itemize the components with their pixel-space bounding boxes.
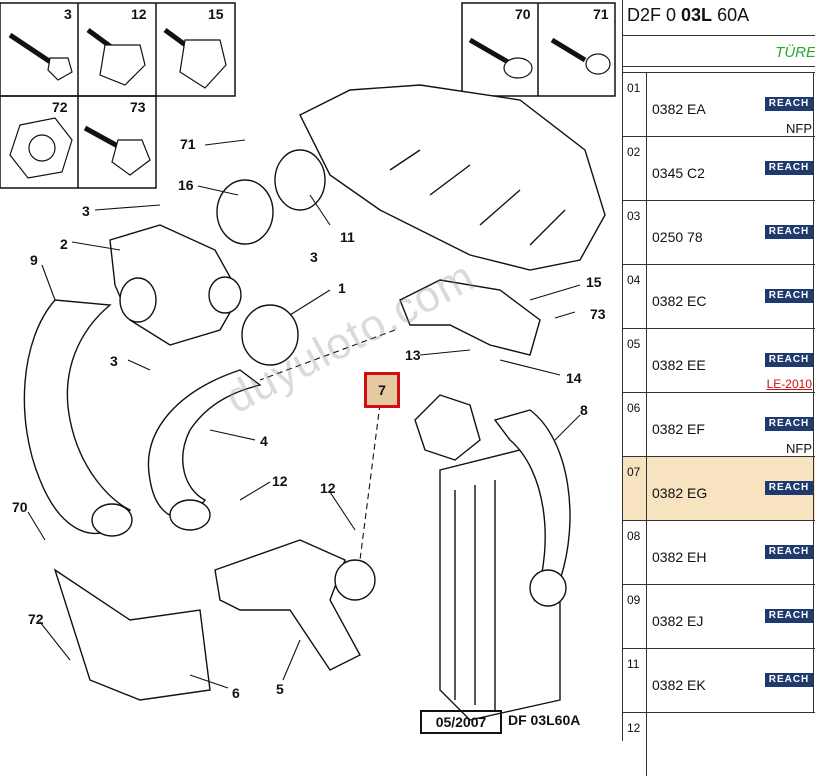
part-code[interactable]: 0250 78 [652,229,703,245]
callout-73[interactable]: 73 [590,306,606,322]
reference-bold: 03L [681,5,713,25]
subtitle-label: TÜRE [775,44,815,61]
row-index: 04 [623,265,647,328]
row-index: 11 [623,649,647,712]
row-divider [813,649,814,712]
part-code[interactable]: 0382 EF [652,421,705,437]
inset-label-73: 73 [130,99,146,115]
parts-list-row[interactable]: 05 0382 EE REACH LE-2010 [623,328,815,392]
row-index: 12 [623,713,647,776]
reach-badge: REACH [765,417,813,431]
part-code[interactable]: 0382 EH [652,549,707,565]
row-divider [813,265,814,328]
callout-70[interactable]: 70 [12,499,28,515]
callout-3-a[interactable]: 3 [82,203,90,219]
footer-date: 05/2007 [420,710,502,734]
callout-12-a[interactable]: 12 [272,473,288,489]
row-divider [813,585,814,648]
row-index: 09 [623,585,647,648]
footer-reference: DF 03L60A [508,712,581,728]
callout-11[interactable]: 11 [340,229,355,245]
reference-header: D2F 0 03L 60A [627,5,749,26]
reach-badge: REACH [765,609,813,623]
row-index: 06 [623,393,647,456]
reference-suffix: 60A [712,5,750,25]
parts-list-row[interactable]: 09 0382 EJ REACH [623,584,815,648]
parts-diagram: 3 12 15 72 73 70 71 71 16 3 2 9 3 11 1 1… [0,2,616,734]
parts-list-row[interactable]: 11 0382 EK REACH [623,648,815,712]
row-divider [813,457,814,520]
callout-8[interactable]: 8 [580,402,588,418]
parts-list: 01 0382 EA REACH NFP 02 0345 C2 REACH 03 0250 78… [623,72,815,776]
row-index: 07 [623,457,647,520]
callout-72[interactable]: 72 [28,611,44,627]
callout-2[interactable]: 2 [60,236,68,252]
row-divider [813,73,814,136]
note-label: NFP [786,441,812,456]
row-index: 05 [623,329,647,392]
row-divider [813,393,814,456]
parts-list-row[interactable]: 07 0382 EG REACH [623,456,815,520]
parts-list-row[interactable]: 06 0382 EF REACH NFP [623,392,815,456]
callout-5[interactable]: 5 [276,681,284,697]
reference-prefix: D2F 0 [627,5,682,25]
subtitle-bar: TÜRE [623,35,815,67]
row-index: 01 [623,73,647,136]
inset-label-3: 3 [64,6,72,22]
callout-15[interactable]: 15 [586,274,602,290]
parts-list-row[interactable]: 03 0250 78 REACH [623,200,815,264]
callout-16[interactable]: 16 [178,177,194,193]
callout-1[interactable]: 1 [338,280,346,296]
note-link[interactable]: LE-2010 [766,377,812,391]
reach-badge: REACH [765,481,813,495]
row-index: 08 [623,521,647,584]
reach-badge: REACH [765,545,813,559]
callout-3-b[interactable]: 3 [310,249,318,265]
reach-badge: REACH [765,289,813,303]
callout-4[interactable]: 4 [260,433,268,449]
inset-label-72: 72 [52,99,68,115]
reach-badge: REACH [765,161,813,175]
inset-label-70: 70 [515,6,531,22]
inset-label-12: 12 [131,6,147,22]
row-divider [813,329,814,392]
callout-13[interactable]: 13 [405,347,421,363]
note-label: NFP [786,121,812,136]
callout-7-highlighted[interactable]: 7 [364,372,400,408]
row-divider [813,521,814,584]
parts-list-row[interactable]: 02 0345 C2 REACH [623,136,815,200]
row-index: 03 [623,201,647,264]
part-code[interactable]: 0345 C2 [652,165,705,181]
reach-badge: REACH [765,97,813,111]
callout-3-c[interactable]: 3 [110,353,118,369]
callout-6[interactable]: 6 [232,685,240,701]
reach-badge: REACH [765,353,813,367]
part-code[interactable]: 0382 EJ [652,613,704,629]
inset-label-15: 15 [208,6,224,22]
callout-12-b[interactable]: 12 [320,480,336,496]
row-index: 02 [623,137,647,200]
part-code[interactable]: 0382 EC [652,293,707,309]
part-code[interactable]: 0382 EG [652,485,708,501]
part-code[interactable]: 0382 EA [652,101,706,117]
parts-list-row[interactable]: 01 0382 EA REACH NFP [623,72,815,136]
row-divider [813,201,814,264]
callout-9[interactable]: 9 [30,252,38,268]
diagram-drawing [0,2,616,721]
callout-14[interactable]: 14 [566,370,582,386]
reach-badge: REACH [765,673,813,687]
part-code[interactable]: 0382 EK [652,677,706,693]
parts-list-row[interactable]: 12 [623,712,815,776]
parts-list-row[interactable]: 04 0382 EC REACH [623,264,815,328]
row-divider [813,137,814,200]
part-code[interactable]: 0382 EE [652,357,706,373]
inset-label-71: 71 [593,6,609,22]
callout-71[interactable]: 71 [180,136,196,152]
parts-list-row[interactable]: 08 0382 EH REACH [623,520,815,584]
reach-badge: REACH [765,225,813,239]
